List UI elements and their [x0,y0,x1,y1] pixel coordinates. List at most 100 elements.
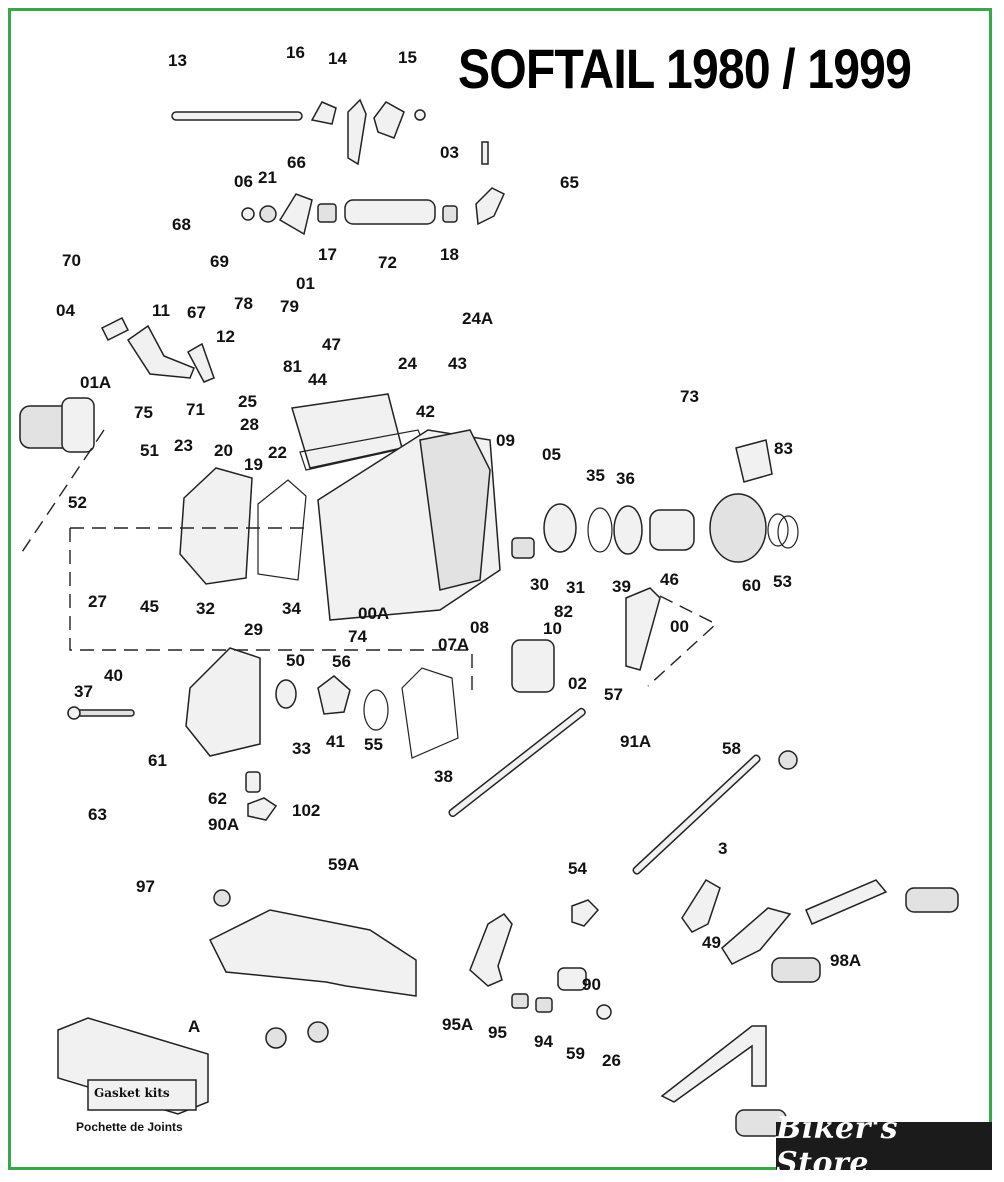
callout-91A: 91A [620,732,651,751]
callout-47: 47 [322,335,341,354]
spacer-61 [245,771,261,793]
callout-65: 65 [560,173,579,192]
washer-94 [596,1004,612,1020]
callout-40: 40 [104,666,123,685]
filter-82 [511,639,555,693]
callout-01: 01 [296,274,315,293]
callout-gasket-kit: A [188,1017,200,1036]
callout-17: 17 [318,245,337,264]
callout-57: 57 [604,685,623,704]
callout-15: 15 [398,48,417,67]
lever-97 [571,899,600,927]
callout-66: 66 [287,153,306,172]
callout-27: 27 [88,592,107,611]
callout-49: 49 [702,933,721,952]
callout-50: 50 [286,651,305,670]
callout-32: 32 [196,599,215,618]
callout-29: 29 [244,620,263,639]
callout-38: 38 [434,767,453,786]
diagram-frame [8,8,992,1170]
callout-42: 42 [416,402,435,421]
lever-90 [469,913,513,987]
callout-82: 82 [554,602,573,621]
clevis-91A [778,750,798,770]
callout-39: 39 [612,577,631,596]
lever-10 [625,587,661,671]
callout-69: 69 [210,252,229,271]
door-gasket [257,479,307,581]
callout-22: 22 [268,443,287,462]
page-title: SOFTAIL 1980 / 1999 [458,37,912,100]
spacer-46 [649,509,695,551]
callout-06: 06 [234,172,253,191]
lock-plate-73 [735,439,773,483]
foot-peg-mid [771,957,821,983]
callout-19: 19 [244,455,263,474]
callout-74: 74 [348,627,367,646]
callout-25: 25 [238,392,257,411]
callout-79: 79 [280,297,299,316]
callout-43: 43 [448,354,467,373]
trap-door [179,467,253,585]
seal-60 [767,513,789,547]
callout-26: 26 [602,1051,621,1070]
shifter-fork-15 [373,101,405,139]
nut-59-right [307,1021,329,1043]
callout-16: 16 [286,43,305,62]
gasket-kit-box-front [87,1079,197,1111]
callout-59: 59 [566,1044,585,1063]
callout-44: 44 [308,370,327,389]
shift-lever-49-arm [805,879,888,925]
callout-95A: 95A [442,1015,473,1034]
clamp-62 [247,797,278,821]
callout-02: 02 [568,674,587,693]
bushing-98A [557,967,587,991]
callout-36: 36 [616,469,635,488]
callout-67: 67 [187,303,206,322]
callout-46: 46 [660,570,679,589]
bearing-41 [275,679,297,709]
callout-00A: 00A [358,604,389,623]
callout-78: 78 [234,294,253,313]
callout-68: 68 [172,215,191,234]
callout-18: 18 [440,245,459,264]
brake-lever-26 [660,1025,767,1103]
arm-75 [126,324,195,379]
lever-65 [475,187,505,226]
callout-13: 13 [168,51,187,70]
callout-3: 3 [718,839,727,858]
shifter-fork-16 [310,101,337,125]
rod-56-end [67,706,81,720]
callout-70: 70 [62,251,81,270]
snap-ring-35 [587,507,613,553]
callout-03: 03 [440,143,459,162]
callout-11: 11 [152,301,170,320]
shifter-fork-14 [347,98,367,166]
callout-71: 71 [186,400,205,419]
callout-60: 60 [742,576,761,595]
callout-94: 94 [534,1032,553,1051]
brand-logo: Biker's Store [776,1111,992,1181]
callout-75: 75 [134,403,153,422]
bolt-03 [481,141,489,165]
callout-73: 73 [680,387,699,406]
bearing-17 [317,203,337,223]
callout-83: 83 [774,439,793,458]
shift-rod-90A-left [448,707,586,818]
callout-90: 90 [582,975,601,994]
callout-61: 61 [148,751,167,770]
mount-plate-58 [208,909,417,997]
callout-07A: 07A [438,635,469,654]
callout-34: 34 [282,599,301,618]
callout-12: 12 [216,327,235,346]
callout-05: 05 [542,445,561,464]
seal-39 [613,505,643,555]
callout-23: 23 [174,436,193,455]
parts-layer [19,98,959,1137]
callout-81: 81 [283,357,302,376]
callout-58: 58 [722,739,741,758]
callout-09: 09 [496,431,515,450]
plate-70 [100,316,130,342]
